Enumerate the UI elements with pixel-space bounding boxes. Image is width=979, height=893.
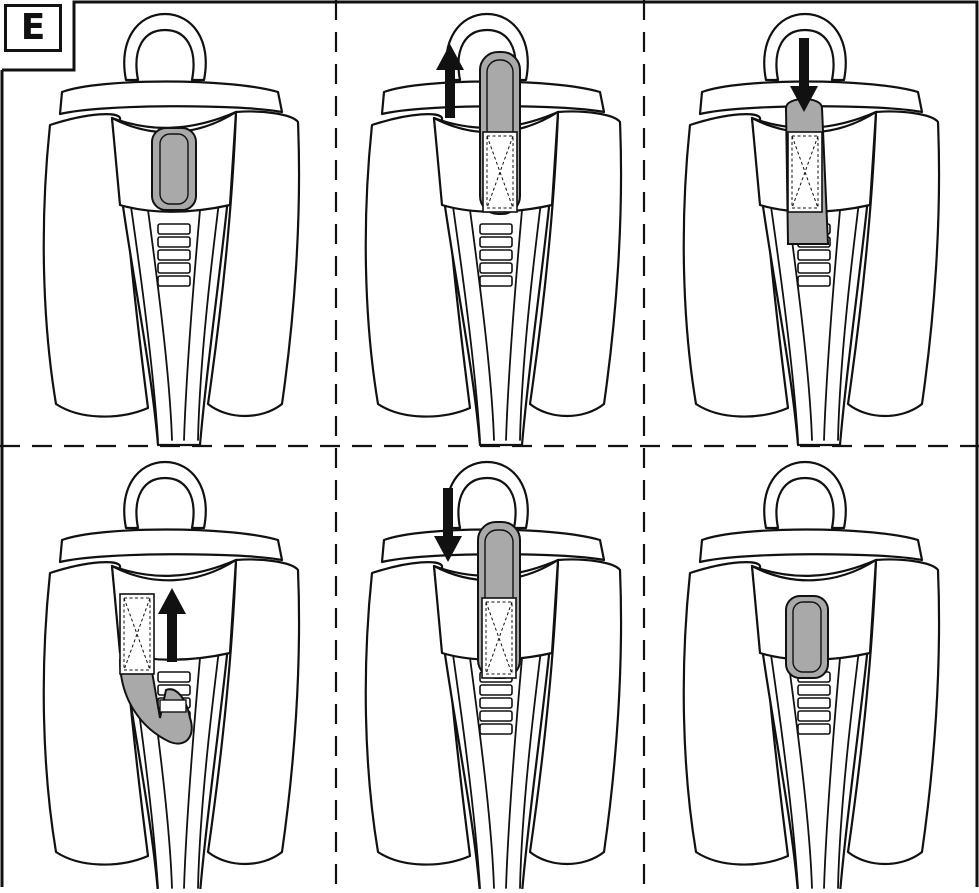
- panel-step-2: [366, 14, 621, 445]
- velcro-patch: [120, 594, 154, 674]
- figure-label: E: [21, 10, 46, 46]
- figure-label-box: E: [4, 4, 62, 52]
- panel-step-6: [684, 462, 939, 889]
- velcro-patch: [788, 132, 822, 212]
- panel-step-3: [684, 14, 939, 445]
- strap: [152, 128, 196, 210]
- panel-step-5: [366, 462, 621, 889]
- panel-step-1: [44, 14, 299, 445]
- velcro-patch: [482, 598, 516, 678]
- strap: [786, 596, 828, 678]
- panel-step-4: [44, 462, 299, 889]
- velcro-patch: [483, 132, 517, 212]
